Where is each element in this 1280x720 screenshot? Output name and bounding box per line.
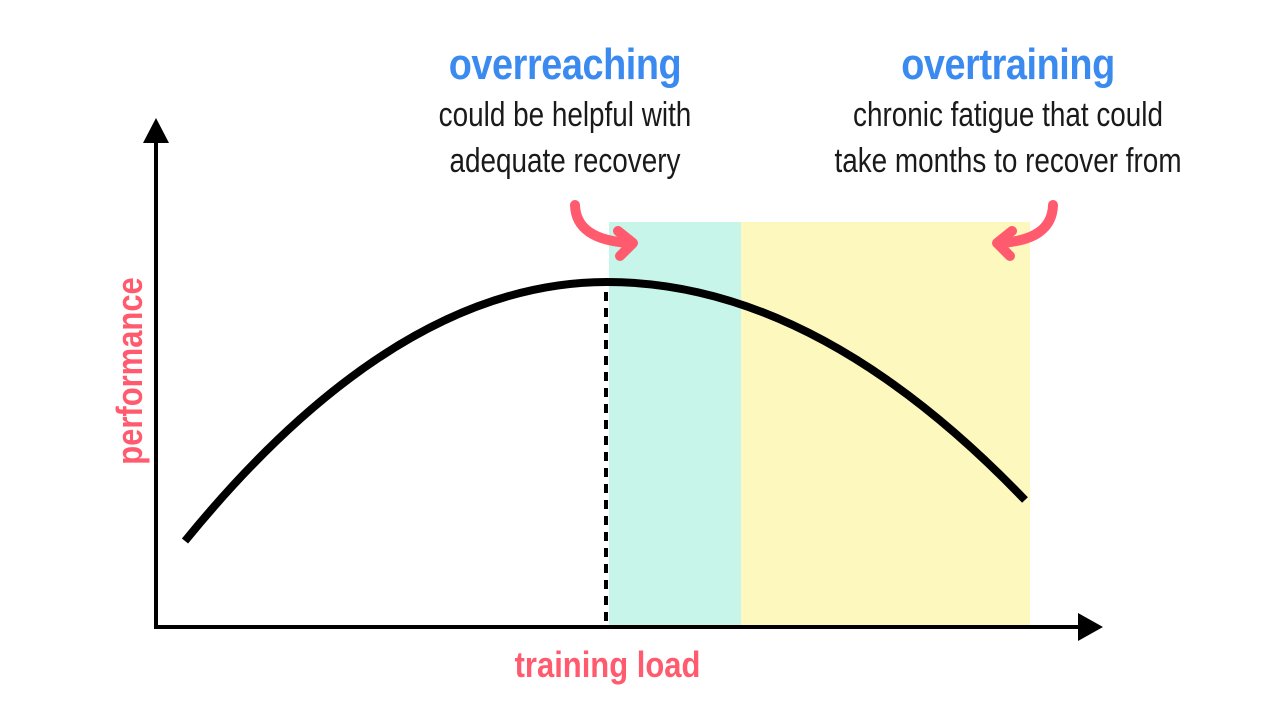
overtraining-description-line-2: take months to recover from (834, 142, 1182, 180)
overtraining-label: overtraining chronic fatigue that could … (778, 40, 1238, 184)
overtraining-title: overtraining (901, 40, 1115, 89)
overreaching-label: overreaching could be helpful with adequ… (385, 40, 745, 184)
overtraining-region (741, 222, 1030, 626)
x-axis-arrowhead-icon (1078, 613, 1103, 641)
overreaching-description-line-2: adequate recovery (449, 142, 681, 180)
overreaching-title: overreaching (448, 40, 682, 89)
overreaching-description-line-1: could be helpful with (438, 96, 692, 134)
x-axis-label: training load (514, 644, 701, 685)
curved-arrow-left-icon (992, 200, 1058, 261)
y-axis-label: performance (109, 277, 150, 465)
overtraining-description-line-1: chronic fatigue that could (853, 96, 1163, 134)
y-axis-arrowhead-icon (143, 118, 169, 143)
curved-arrow-right-icon (570, 200, 638, 261)
performance-curve (181, 277, 1028, 544)
